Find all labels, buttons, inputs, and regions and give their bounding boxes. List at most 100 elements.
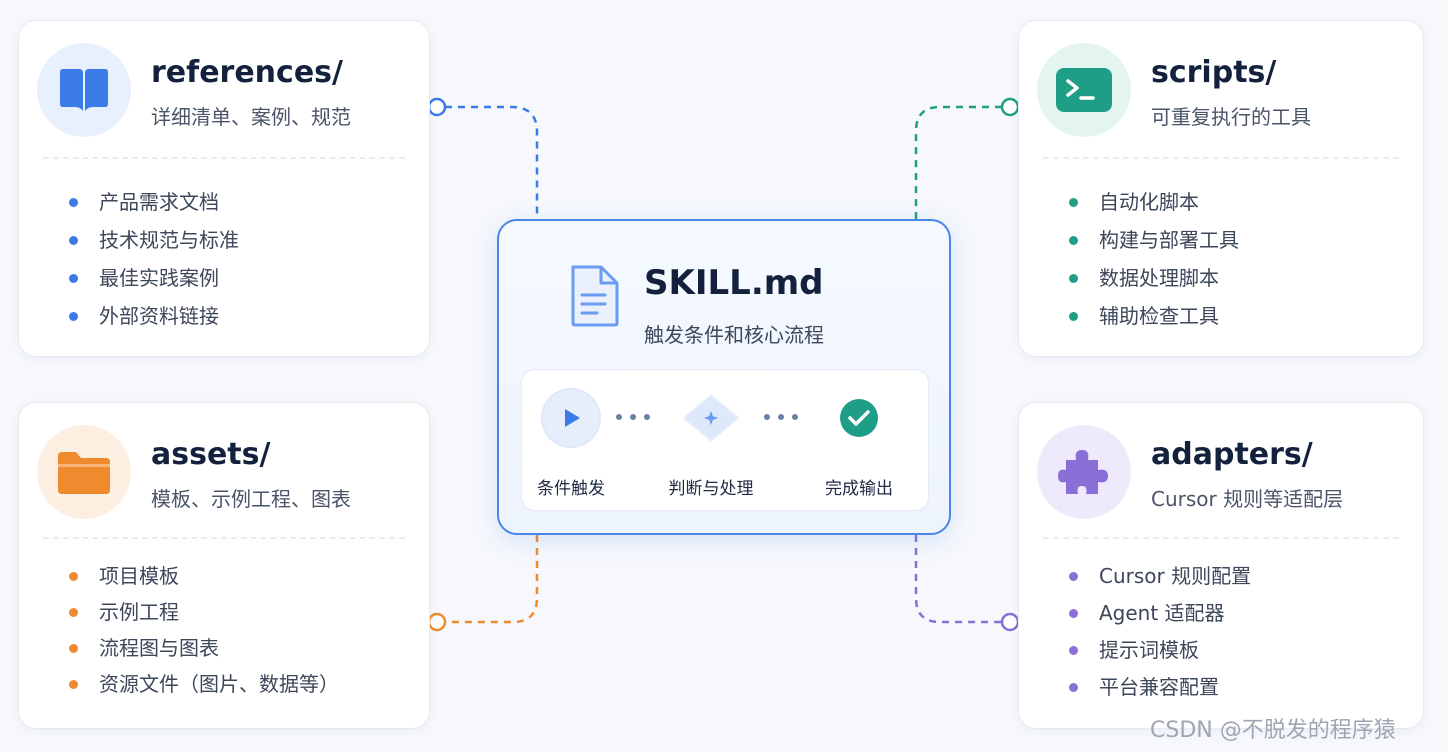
list-item-label: 辅助检查工具 — [1099, 304, 1219, 328]
list-item: 项目模板 — [69, 561, 339, 597]
list-item-label: 构建与部署工具 — [1099, 228, 1239, 252]
divider — [43, 537, 405, 539]
bullet-dot — [69, 572, 78, 581]
step-trigger: 条件触发 — [526, 388, 616, 499]
step-judge: 判断与处理 — [661, 388, 761, 499]
card-title: adapters/ — [1151, 437, 1313, 472]
card-subtitle: 可重复执行的工具 — [1151, 105, 1311, 129]
folder-icon — [37, 425, 131, 519]
connector-scripts-endpoint — [1000, 97, 1020, 117]
bullet-dot — [69, 312, 78, 321]
list-item-label: 资源文件（图片、数据等） — [99, 672, 339, 696]
card-title: references/ — [151, 55, 343, 90]
scripts-list: 自动化脚本 构建与部署工具 数据处理脚本 辅助检查工具 — [1069, 187, 1239, 339]
scripts-card: scripts/ 可重复执行的工具 自动化脚本 构建与部署工具 数据处理脚本 辅… — [1018, 20, 1424, 357]
list-item-label: 最佳实践案例 — [99, 266, 219, 290]
adapters-header: adapters/ Cursor 规则等适配层 — [1037, 425, 1405, 521]
skill-subtitle: 触发条件和核心流程 — [644, 323, 824, 347]
skill-title: SKILL.md — [644, 263, 824, 303]
connector-assets-endpoint — [427, 612, 447, 632]
bullet-dot — [69, 236, 78, 245]
bullet-dot — [69, 198, 78, 207]
card-title: scripts/ — [1151, 55, 1277, 90]
bullet-dot — [1069, 683, 1078, 692]
list-item-label: 示例工程 — [99, 600, 179, 624]
list-item: 平台兼容配置 — [1069, 672, 1251, 709]
diamond-icon — [681, 388, 741, 448]
list-item: 技术规范与标准 — [69, 225, 239, 263]
list-item-label: Agent 适配器 — [1099, 601, 1225, 625]
bullet-dot — [69, 274, 78, 283]
bullet-dot — [69, 680, 78, 689]
list-item-label: 技术规范与标准 — [99, 228, 239, 252]
list-item-label: 提示词模板 — [1099, 638, 1199, 662]
watermark: CSDN @不脱发的程序猿 — [1150, 718, 1396, 743]
list-item: 构建与部署工具 — [1069, 225, 1239, 263]
assets-card: assets/ 模板、示例工程、图表 项目模板 示例工程 流程图与图表 资源文件… — [18, 402, 430, 729]
process-flow: 条件触发 判断与处理 完成输出 — [521, 369, 929, 511]
assets-list: 项目模板 示例工程 流程图与图表 资源文件（图片、数据等） — [69, 561, 339, 705]
connector-adapters-endpoint — [1000, 612, 1020, 632]
card-title: assets/ — [151, 437, 271, 472]
divider — [43, 157, 405, 159]
divider — [1043, 157, 1399, 159]
scripts-header: scripts/ 可重复执行的工具 — [1037, 43, 1405, 139]
connector-scripts — [914, 105, 1002, 219]
puzzle-icon — [1037, 425, 1131, 519]
bullet-dot — [69, 644, 78, 653]
document-icon — [571, 265, 619, 327]
references-header: references/ 详细清单、案例、规范 — [37, 43, 411, 139]
card-subtitle: 模板、示例工程、图表 — [151, 487, 351, 511]
connector-references-endpoint — [427, 97, 447, 117]
list-item: Agent 适配器 — [1069, 598, 1251, 635]
list-item: 产品需求文档 — [69, 187, 239, 225]
list-item: 提示词模板 — [1069, 635, 1251, 672]
list-item: 辅助检查工具 — [1069, 301, 1239, 339]
flow-dots — [616, 414, 650, 420]
bullet-dot — [1069, 198, 1078, 207]
step-label: 条件触发 — [537, 479, 605, 499]
list-item-label: 自动化脚本 — [1099, 190, 1199, 214]
connector-references — [445, 105, 539, 219]
bullet-dot — [1069, 609, 1078, 618]
list-item-label: 数据处理脚本 — [1099, 266, 1219, 290]
skill-md-card: SKILL.md 触发条件和核心流程 条件触发 判断与处理 — [497, 219, 951, 535]
terminal-icon — [1037, 43, 1131, 137]
check-icon — [829, 388, 889, 448]
list-item-label: 产品需求文档 — [99, 190, 219, 214]
list-item-label: 外部资料链接 — [99, 304, 219, 328]
list-item: 外部资料链接 — [69, 301, 239, 339]
list-item: Cursor 规则配置 — [1069, 561, 1251, 598]
adapters-list: Cursor 规则配置 Agent 适配器 提示词模板 平台兼容配置 — [1069, 561, 1251, 709]
bullet-dot — [1069, 236, 1078, 245]
list-item-label: 流程图与图表 — [99, 636, 219, 660]
step-label: 判断与处理 — [668, 479, 754, 499]
list-item: 数据处理脚本 — [1069, 263, 1239, 301]
card-subtitle: 详细清单、案例、规范 — [151, 105, 351, 129]
play-icon — [541, 388, 601, 448]
list-item: 最佳实践案例 — [69, 263, 239, 301]
bullet-dot — [1069, 274, 1078, 283]
adapters-card: adapters/ Cursor 规则等适配层 Cursor 规则配置 Agen… — [1018, 402, 1424, 729]
assets-header: assets/ 模板、示例工程、图表 — [37, 425, 411, 521]
bullet-dot — [1069, 312, 1078, 321]
connector-adapters — [914, 535, 1002, 624]
list-item-label: 项目模板 — [99, 564, 179, 588]
bullet-dot — [69, 608, 78, 617]
divider — [1043, 537, 1399, 539]
list-item-label: 平台兼容配置 — [1099, 675, 1219, 699]
card-subtitle: Cursor 规则等适配层 — [1151, 487, 1344, 511]
references-card: references/ 详细清单、案例、规范 产品需求文档 技术规范与标准 最佳… — [18, 20, 430, 357]
list-item: 自动化脚本 — [1069, 187, 1239, 225]
list-item: 示例工程 — [69, 597, 339, 633]
list-item: 流程图与图表 — [69, 633, 339, 669]
step-done: 完成输出 — [814, 388, 904, 499]
step-label: 完成输出 — [825, 479, 893, 499]
flow-dots — [764, 414, 798, 420]
bullet-dot — [1069, 572, 1078, 581]
connector-assets — [445, 535, 539, 624]
list-item: 资源文件（图片、数据等） — [69, 669, 339, 705]
references-list: 产品需求文档 技术规范与标准 最佳实践案例 外部资料链接 — [69, 187, 239, 339]
list-item-label: Cursor 规则配置 — [1099, 564, 1252, 588]
